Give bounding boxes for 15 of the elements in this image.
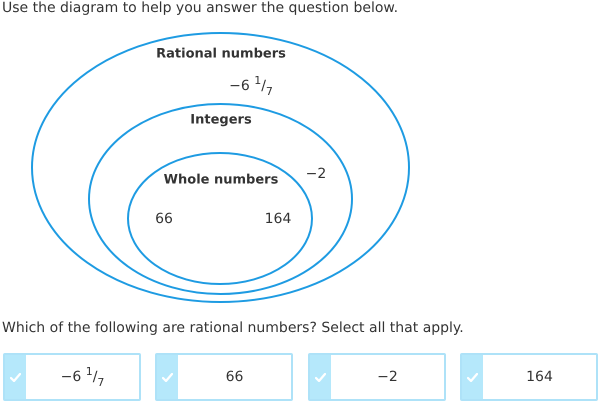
answer-option: −2 xyxy=(308,353,446,401)
answer-option: 164 xyxy=(460,353,598,401)
answer-option: −6 $^{1}$/$_{7}$ xyxy=(3,353,141,401)
set-ellipse xyxy=(88,103,353,295)
answer-option: 66 xyxy=(155,353,293,401)
number-label: 66 xyxy=(155,210,173,228)
set-label: Rational numbers xyxy=(156,48,286,62)
set-ellipse xyxy=(31,32,410,303)
question-text: Which of the following are rational numbers? Select all that apply. xyxy=(2,320,464,336)
instruction-text: Use the diagram to help you answer the question below. xyxy=(2,0,398,16)
number-label: −2 xyxy=(306,166,326,182)
set-label: Whole numbers xyxy=(164,174,278,188)
number-label: 164 xyxy=(264,210,292,228)
number-label: −6 $^{1}$/$_{7}$ xyxy=(229,78,273,94)
set-label: Integers xyxy=(190,114,252,128)
